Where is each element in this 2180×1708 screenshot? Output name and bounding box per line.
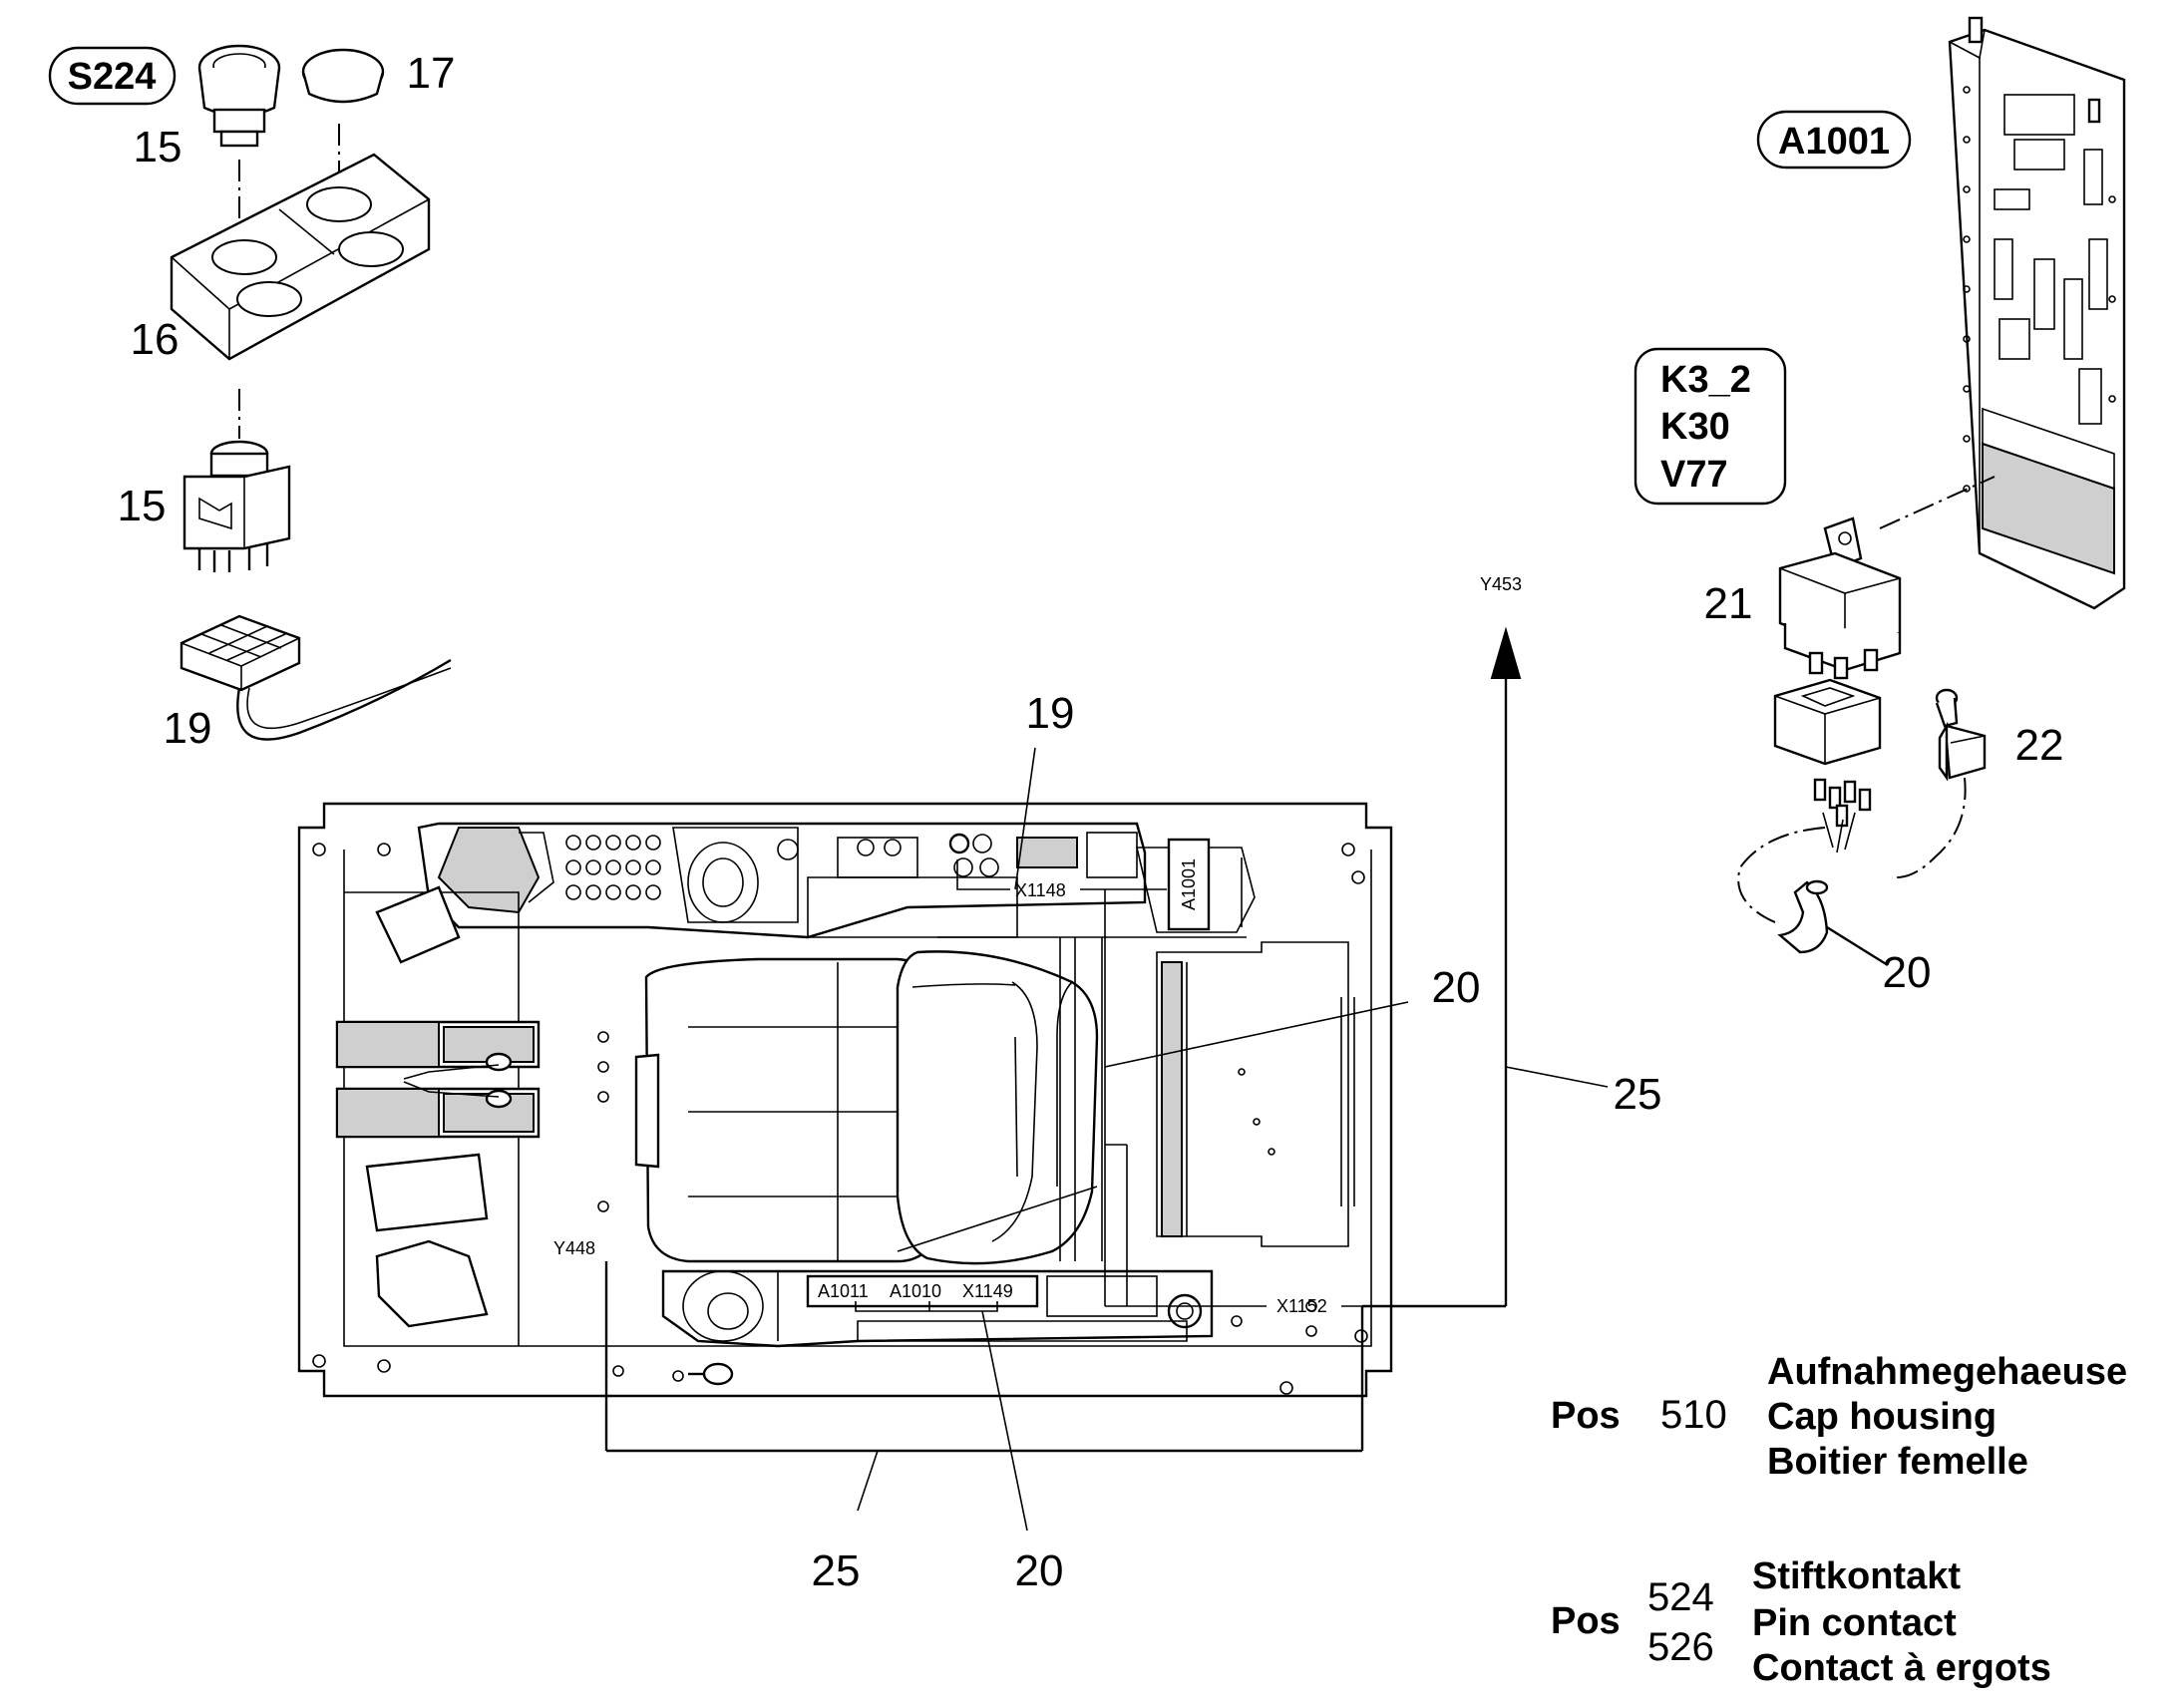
diode-plug-icon (1896, 688, 1987, 878)
legend-1-line-3: Boitier femelle (1767, 1441, 2028, 1483)
legend-2-number-2: 526 (1647, 1625, 1714, 1669)
x1149-label: X1149 (962, 1281, 1013, 1301)
y453-label: Y453 (1480, 574, 1522, 594)
switch-body-icon (182, 440, 291, 572)
connector-plug-icon (180, 614, 452, 741)
operator-seat-icon (634, 950, 1099, 1265)
legend-1-number: 510 (1660, 1393, 1727, 1437)
side-compartment-icon (1156, 941, 1355, 1247)
label-16: 16 (131, 315, 180, 364)
x1152-label: X1152 (1276, 1296, 1327, 1316)
k3-2-label: K3_2 (1660, 359, 1751, 401)
label-25-bottom: 25 (812, 1546, 861, 1595)
dashboard-console-icon (417, 822, 1256, 939)
label-17: 17 (407, 49, 456, 98)
label-22: 22 (2015, 721, 2064, 770)
switch-assembly: S224 15 17 16 (48, 44, 456, 753)
control-unit-assembly: A1001 K3_2 K30 V77 (1634, 16, 2126, 997)
blank-cap-icon (301, 48, 385, 104)
a1010-label: A1010 (890, 1281, 941, 1301)
legend-2-line-1: Stiftkontakt (1752, 1555, 1961, 1597)
pedal-area-icon (335, 885, 541, 1346)
label-15-top: 15 (134, 123, 182, 171)
legend-1-pos: Pos (1551, 1395, 1621, 1437)
rear-console-icon (661, 1269, 1214, 1386)
platform-assembly: A1001 (297, 574, 1522, 1453)
leader-lines (857, 747, 1609, 1532)
relay-box (1634, 347, 1787, 506)
y448-label: Y448 (553, 1238, 595, 1258)
wire-harness-icon (1737, 827, 1889, 967)
platform-frame (297, 802, 1393, 1398)
s224-label: S224 (68, 56, 157, 98)
label-20-bottom: 20 (1015, 1546, 1064, 1595)
label-20-right: 20 (1883, 948, 1932, 997)
a1001-vertical-label: A1001 (1179, 858, 1199, 910)
control-board-icon (1948, 16, 2126, 610)
relay-icon (1778, 516, 1902, 680)
label-25-right: 25 (1614, 1070, 1662, 1119)
legend: Pos 510 Aufnahmegehaeuse Cap housing Boi… (1551, 1351, 2127, 1689)
relay-socket-icon (1773, 678, 1882, 766)
label-20-center: 20 (1432, 963, 1481, 1012)
s224-pill (48, 46, 177, 106)
mounting-holes (312, 843, 1368, 1395)
terminals-icon (1813, 778, 1872, 854)
label-15-bottom: 15 (118, 482, 167, 530)
mounting-plate-icon (170, 153, 431, 361)
legend-2-pos: Pos (1551, 1600, 1621, 1642)
label-19-center: 19 (1026, 689, 1075, 738)
legend-1-line-1: Aufnahmegehaeuse (1767, 1351, 2127, 1393)
legend-1-line-2: Cap housing (1767, 1396, 1997, 1438)
y453-arrow (1490, 626, 1522, 679)
x1148-label: X1148 (1015, 880, 1066, 900)
button-panel (565, 835, 661, 900)
legend-2-line-2: Pin contact (1752, 1602, 1957, 1644)
k30-label: K30 (1660, 406, 1730, 448)
label-19-left: 19 (164, 704, 212, 753)
label-21: 21 (1704, 579, 1753, 628)
a1001-label: A1001 (1778, 121, 1890, 163)
v77-label: V77 (1660, 454, 1728, 496)
a1011-label: A1011 (818, 1281, 869, 1301)
a1001-box (1167, 838, 1211, 931)
legend-2-line-3: Contact à ergots (1752, 1647, 2051, 1689)
legend-2-number-1: 524 (1647, 1575, 1714, 1619)
switch-cap-icon (197, 44, 281, 148)
a1001-pill (1756, 110, 1912, 170)
